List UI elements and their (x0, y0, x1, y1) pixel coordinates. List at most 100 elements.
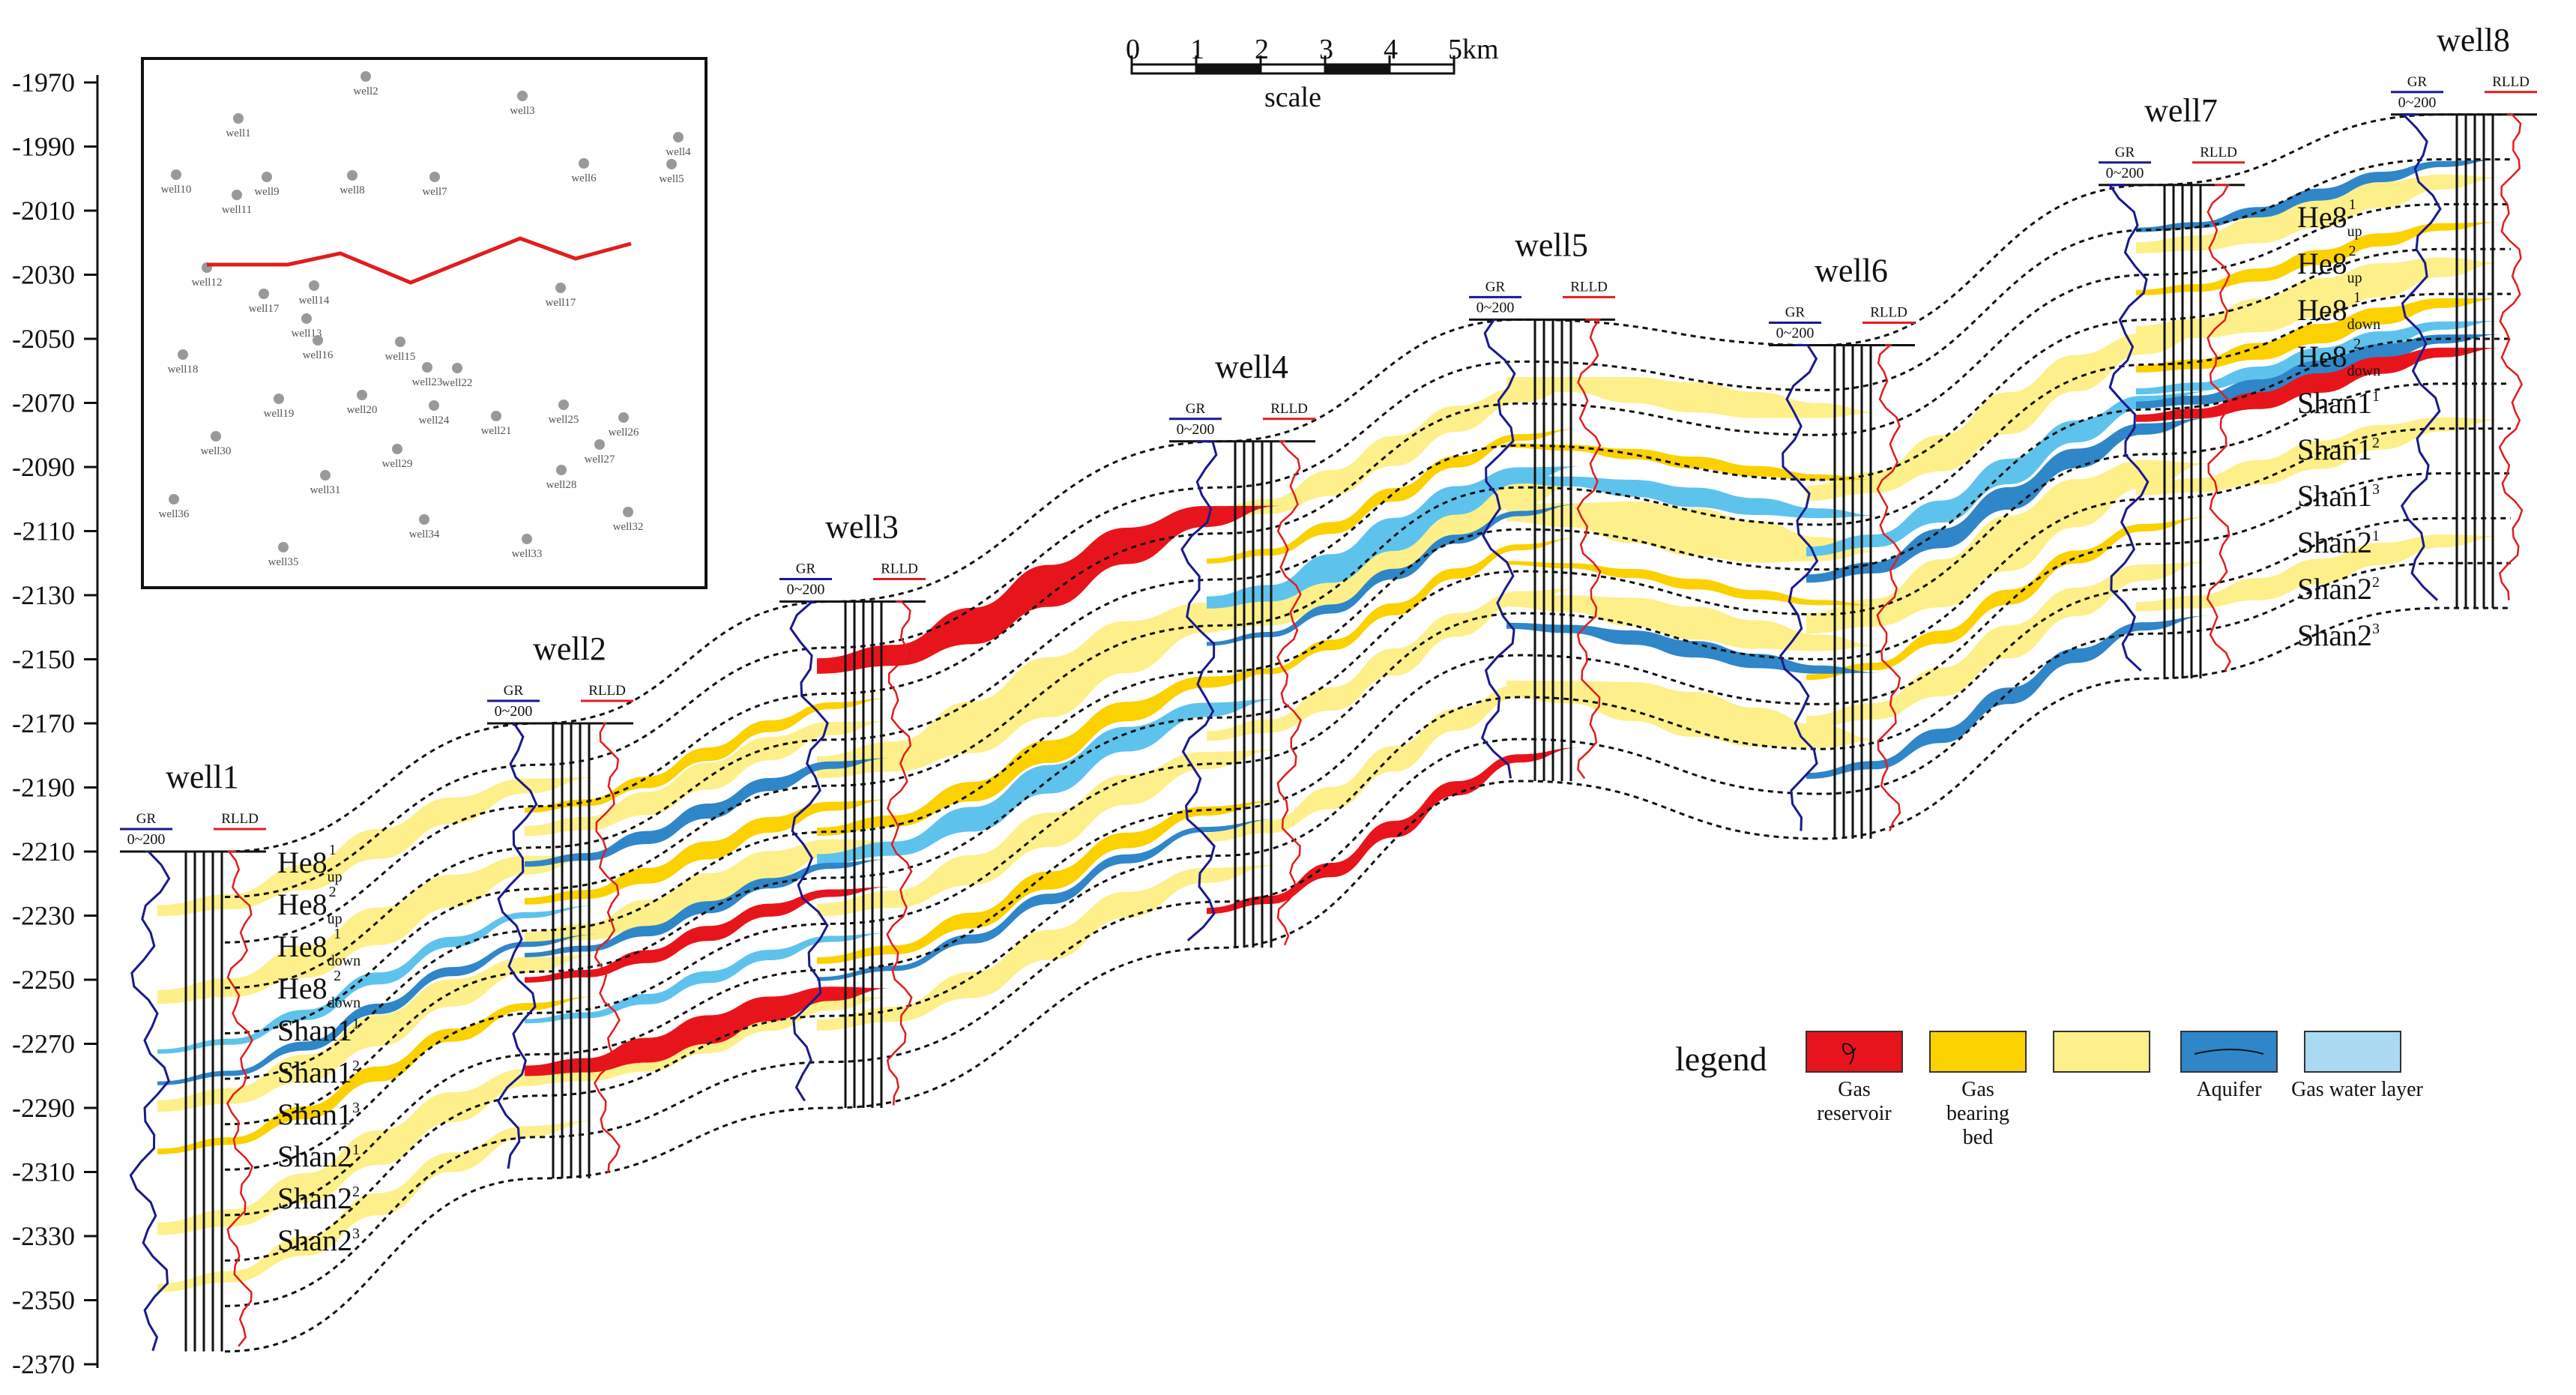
map-well-dot (673, 132, 684, 142)
axis-tick-label: -2010 (12, 196, 75, 226)
map-well-label: well9 (254, 186, 279, 198)
layer-label-base: Shan1 (2297, 386, 2372, 420)
pale-sand-body (1806, 460, 2211, 634)
aquifer-body (1506, 622, 1881, 674)
layer-label-base: He8 (277, 971, 328, 1005)
axis-tick-label: -2250 (12, 965, 75, 995)
scale-bar-segment (1196, 64, 1261, 73)
gr-range: 0~200 (1177, 421, 1215, 438)
rlld-curve (226, 850, 253, 1347)
pale-sand-body (817, 864, 1282, 1031)
gr-range: 0~200 (495, 703, 533, 720)
gr-range: 0~200 (1776, 325, 1815, 342)
map-well-label: well6 (571, 172, 597, 184)
gas-symbol-icon (1842, 1043, 1856, 1065)
scale-tick-label: 0 (1126, 34, 1140, 65)
map-well-label: well2 (353, 85, 378, 97)
map-well-label: well34 (409, 528, 440, 540)
axis-tick-label: -2310 (12, 1157, 75, 1187)
map-well-label: well27 (585, 454, 615, 465)
gr-curve (789, 600, 829, 1102)
well-name: well2 (533, 630, 606, 667)
legend-label: Gas water layer (2291, 1078, 2423, 1101)
map-well-label: well17 (546, 297, 576, 309)
pale-sand-body (1207, 588, 1581, 741)
layer-label: He8up1 (2297, 196, 2362, 240)
layer-label-base: He8 (277, 846, 328, 879)
rlld-label: RLLD (2492, 74, 2530, 90)
scale-bar-segment (1325, 64, 1390, 73)
layer-label-sub: down (2347, 316, 2380, 333)
pale-sand-body (1806, 333, 2211, 501)
map-well-dot (666, 159, 677, 169)
layer-label-base: Shan2 (277, 1181, 352, 1215)
gr-range: 0~200 (2106, 165, 2144, 181)
map-well-label: well20 (347, 404, 378, 416)
map-well-label: well33 (512, 548, 543, 560)
map-well-label: well7 (422, 186, 447, 198)
axis-tick-label: -2230 (12, 901, 75, 931)
depth-axis: -1970-1990-2010-2030-2050-2070-2090-2110… (12, 67, 99, 1379)
map-well-dot (274, 394, 284, 404)
aquifer-body (157, 934, 600, 1085)
axis-tick-label: -1970 (12, 67, 75, 97)
gas-bearing-body (1207, 537, 1581, 684)
correlation-line (224, 516, 2511, 1262)
layer-label-base: Shan1 (2297, 479, 2372, 513)
layer-label-base: Shan2 (2297, 572, 2372, 606)
layer-label-base: Shan1 (277, 1055, 352, 1089)
layer-label: Shan22 (277, 1181, 360, 1215)
correlation-line (224, 202, 2511, 944)
axis-tick-label: -2350 (12, 1286, 75, 1316)
map-well-dot (395, 337, 405, 347)
map-well-dot (429, 400, 439, 411)
layer-label: He8down2 (277, 968, 361, 1011)
layer-label-base: Shan1 (2297, 433, 2372, 466)
gas-bearing-body (525, 799, 892, 905)
aquifer-body (1207, 504, 1581, 646)
rlld-curve (1276, 440, 1302, 946)
gr-label: GR (1186, 401, 1206, 417)
layer-label: He8down1 (277, 926, 361, 969)
legend-label-line: Gas (1838, 1078, 1871, 1101)
layer-label-sup: 1 (2372, 528, 2380, 544)
correlation-line (224, 427, 2511, 1171)
layer-label-sub: up (2347, 223, 2362, 240)
axis-tick-label: -2050 (12, 324, 75, 354)
map-well-dot (361, 71, 371, 82)
layer-label: He8up2 (2297, 243, 2362, 286)
pale-sand-body (157, 1120, 600, 1292)
map-well-label: well28 (546, 479, 577, 491)
layer-label: Shan23 (2297, 618, 2380, 652)
rlld-curve (2498, 113, 2524, 600)
layer-label: Shan13 (2297, 479, 2380, 513)
map-well-label: well1 (226, 127, 250, 139)
correlation-line (224, 561, 2511, 1307)
aquifer-body (2136, 334, 2503, 409)
axis-tick-label: -2190 (12, 773, 75, 803)
map-well-dot (309, 280, 319, 291)
gr-label: GR (1485, 279, 1506, 295)
rlld-label: RLLD (881, 561, 918, 577)
axis-tick-label: -1990 (12, 132, 75, 162)
scale-bar-frame (1130, 63, 1456, 75)
layer-label-sup: 3 (2372, 621, 2380, 637)
axis-tick-label: -2170 (12, 708, 75, 738)
layer-label: Shan22 (2297, 572, 2380, 606)
well-name: well5 (1515, 226, 1588, 263)
map-well-dot (422, 362, 432, 373)
layer-label-sup: 3 (2372, 481, 2380, 498)
axis-tick-label: -2090 (12, 452, 75, 482)
gas-water-body (1506, 475, 1881, 519)
gas-water-body (2136, 321, 2503, 395)
gr-curve (1180, 440, 1218, 941)
map-well-dot (419, 514, 429, 525)
pale-sand-body (2136, 257, 2503, 340)
rlld-curve (886, 600, 913, 1106)
layer-label: Shan11 (2297, 386, 2380, 420)
gas-bearing-body (525, 698, 892, 813)
